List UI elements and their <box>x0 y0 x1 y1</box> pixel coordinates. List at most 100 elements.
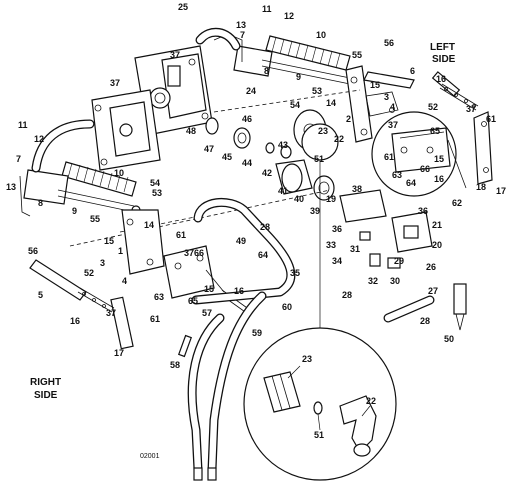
callout: 60 <box>282 302 292 312</box>
callout: 54 <box>150 178 160 188</box>
callout: 17 <box>496 186 506 196</box>
callout: 41 <box>278 186 288 196</box>
lower-mount-plate <box>91 89 161 171</box>
callout: 16 <box>434 174 444 184</box>
callout: 49 <box>236 236 246 246</box>
callout: 51 <box>314 430 324 440</box>
left-side-label-2: SIDE <box>432 54 456 65</box>
callout: 4 <box>390 102 395 112</box>
callout: 46 <box>242 114 252 124</box>
callout: 11 <box>18 120 28 130</box>
callout: 28 <box>342 290 352 300</box>
callout: 37 <box>184 248 194 258</box>
callout: 23 <box>318 126 328 136</box>
callout: 4 <box>122 276 127 286</box>
callout: 29 <box>394 256 404 266</box>
callout: 22 <box>334 134 344 144</box>
callout: 21 <box>432 220 442 230</box>
callout: 9 <box>72 206 77 216</box>
callouts: 11 12 13 7 10 25 37 37 8 9 55 56 6 16 15… <box>6 2 506 440</box>
callout: 55 <box>352 50 362 60</box>
callout: 50 <box>444 334 454 344</box>
callout: 51 <box>314 154 324 164</box>
left-bracket-18 <box>473 111 493 185</box>
callout: 37 <box>110 78 120 88</box>
lower-lift-cylinder <box>19 161 141 217</box>
callout: 61 <box>486 114 496 124</box>
callout: 15 <box>204 284 214 294</box>
callout: 37 <box>466 104 476 114</box>
callout: 7 <box>240 30 245 40</box>
callout: 30 <box>390 276 400 286</box>
callout: 22 <box>366 396 376 406</box>
upper-lift-cylinder <box>213 33 357 85</box>
leader-23 <box>287 365 301 379</box>
callout: 43 <box>278 140 288 150</box>
callout: 5 <box>38 290 43 300</box>
callout: 28 <box>420 316 430 326</box>
callout: 35 <box>290 268 300 278</box>
callout: 37 <box>388 120 398 130</box>
callout: 25 <box>178 2 188 12</box>
callout: 7 <box>16 154 21 164</box>
callout: 12 <box>284 11 294 21</box>
callout: 42 <box>262 168 272 178</box>
callout: 15 <box>104 236 114 246</box>
chain-16-left <box>439 83 479 111</box>
callout: 13 <box>236 20 246 30</box>
chain-16-right <box>77 287 115 313</box>
hose-end-57 <box>193 467 203 481</box>
callout: 61 <box>176 230 186 240</box>
callout: 32 <box>368 276 378 286</box>
valve-block <box>339 189 433 269</box>
callout: 8 <box>38 198 43 208</box>
callout: 56 <box>28 246 38 256</box>
right-side-label-2: SIDE <box>34 390 58 401</box>
callout: 23 <box>302 354 312 364</box>
callout: 37 <box>106 308 116 318</box>
callout: 3 <box>384 92 389 102</box>
callout: 15 <box>370 80 380 90</box>
callout: 44 <box>242 158 252 168</box>
callout: 8 <box>264 66 269 76</box>
callout: 47 <box>204 144 214 154</box>
callout: 14 <box>326 98 336 108</box>
callout: 65 <box>188 296 198 306</box>
callout: 16 <box>70 316 80 326</box>
callout: 64 <box>406 178 416 188</box>
callout: 39 <box>310 206 320 216</box>
callout: 33 <box>326 240 336 250</box>
callout: 54 <box>290 100 300 110</box>
callout: 63 <box>392 170 402 180</box>
callout: 52 <box>84 268 94 278</box>
callout: 11 <box>262 4 272 14</box>
left-detail-circle <box>371 111 467 197</box>
center-bracket <box>163 245 225 299</box>
callout: 56 <box>384 38 394 48</box>
hose-end-59 <box>207 467 217 481</box>
callout: 59 <box>252 328 262 338</box>
leader-51 <box>317 413 321 431</box>
upper-mount-plate <box>134 45 213 136</box>
callout: 61 <box>384 152 394 162</box>
callout: 45 <box>222 152 232 162</box>
callout: 64 <box>258 250 268 260</box>
callout: 53 <box>152 188 162 198</box>
callout: 19 <box>326 194 336 204</box>
drawing-code: 02001 <box>140 453 160 460</box>
fitting-58 <box>177 334 193 358</box>
callout: 18 <box>476 182 486 192</box>
callout: 27 <box>428 286 438 296</box>
callout: 16 <box>234 286 244 296</box>
dashed-axis-upper <box>213 89 361 113</box>
callout: 57 <box>202 308 212 318</box>
callout: 40 <box>294 194 304 204</box>
callout: 58 <box>170 360 180 370</box>
callout: 55 <box>90 214 100 224</box>
callout: 62 <box>452 198 462 208</box>
callout: 20 <box>432 240 442 250</box>
left-side-label-1: LEFT <box>430 42 455 53</box>
callout: 1 <box>118 246 123 256</box>
dashed-axis-lower <box>69 189 331 247</box>
